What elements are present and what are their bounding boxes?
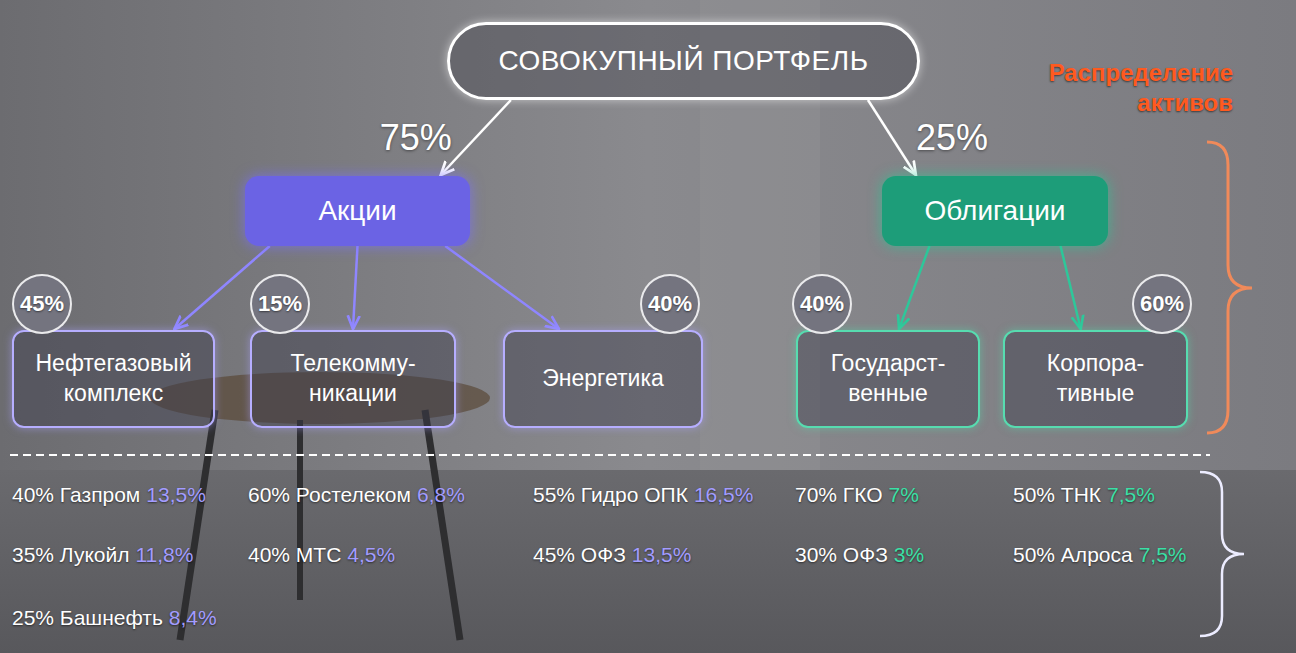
category-box: Акции [245,176,470,246]
asset-name: 35% Лукойл [12,542,129,568]
asset-share: 6,8% [417,482,465,508]
node-label: Корпора- тивные [1005,349,1186,409]
percent-badge: 40% [640,274,700,334]
sector-box: 60%Корпора- тивные [1003,330,1188,428]
asset-share: 8,4% [169,605,217,631]
sector-box: 40%Энергетика [503,330,703,428]
asset-name: 25% Башнефть [12,605,163,631]
root-pill: СОВОКУПНЫЙ ПОРТФЕЛЬ [447,22,920,100]
table-leg [180,410,215,640]
edge-percent: 75% [380,117,452,159]
dashed-divider [10,454,1210,456]
table-leg [425,410,460,640]
asset-share: 13,5% [632,542,692,568]
asset-share: 4,5% [347,542,395,568]
percent-badge: 45% [12,274,72,334]
percent-badge: 60% [1132,274,1192,334]
connector-arrow [868,100,916,175]
asset-share: 13,5% [146,482,206,508]
asset-share: 11,8% [135,542,193,568]
sector-box: 15%Телекомму- никации [250,330,456,428]
sector-box: 45%Нефтегазовый комплекс [12,330,215,428]
connector-arrow [1061,246,1081,329]
asset-share: 7% [889,482,919,508]
asset-share: 3% [894,542,924,568]
connector-arrow [353,246,358,329]
asset-name: 40% Газпром [12,482,140,508]
node-label: Облигации [924,195,1065,227]
asset-name: 50% Алроса [1013,542,1133,568]
connector-arrow [899,246,929,329]
table-leg [297,420,303,600]
sector-box: 40%Государст- венные [796,330,980,428]
node-label: Телекомму- никации [252,349,454,409]
asset-share: 7,5% [1107,482,1155,508]
node-label: СОВОКУПНЫЙ ПОРТФЕЛЬ [498,45,868,77]
node-label: Государст- венные [798,349,978,409]
section-note: Распределение активов [1023,58,1233,118]
curly-brace [1207,142,1252,433]
asset-name: 40% МТС [248,542,341,568]
connector-arrow [445,246,559,329]
node-label: Акции [318,195,396,227]
asset-name: 55% Гидро ОПК [533,482,688,508]
category-box: Облигации [882,176,1108,246]
curly-brace [1200,472,1244,636]
asset-share: 16,5% [694,482,754,508]
edge-percent: 25% [916,117,988,159]
asset-name: 70% ГКО [795,482,883,508]
asset-share: 7,5% [1139,542,1187,568]
asset-name: 60% Ростелеком [248,482,411,508]
percent-badge: 40% [792,274,852,334]
asset-name: 50% ТНК [1013,482,1101,508]
percent-badge: 15% [250,274,310,334]
node-label: Энергетика [505,364,701,394]
asset-name: 45% ОФЗ [533,542,626,568]
node-label: Нефтегазовый комплекс [14,349,213,409]
asset-name: 30% ОФЗ [795,542,888,568]
